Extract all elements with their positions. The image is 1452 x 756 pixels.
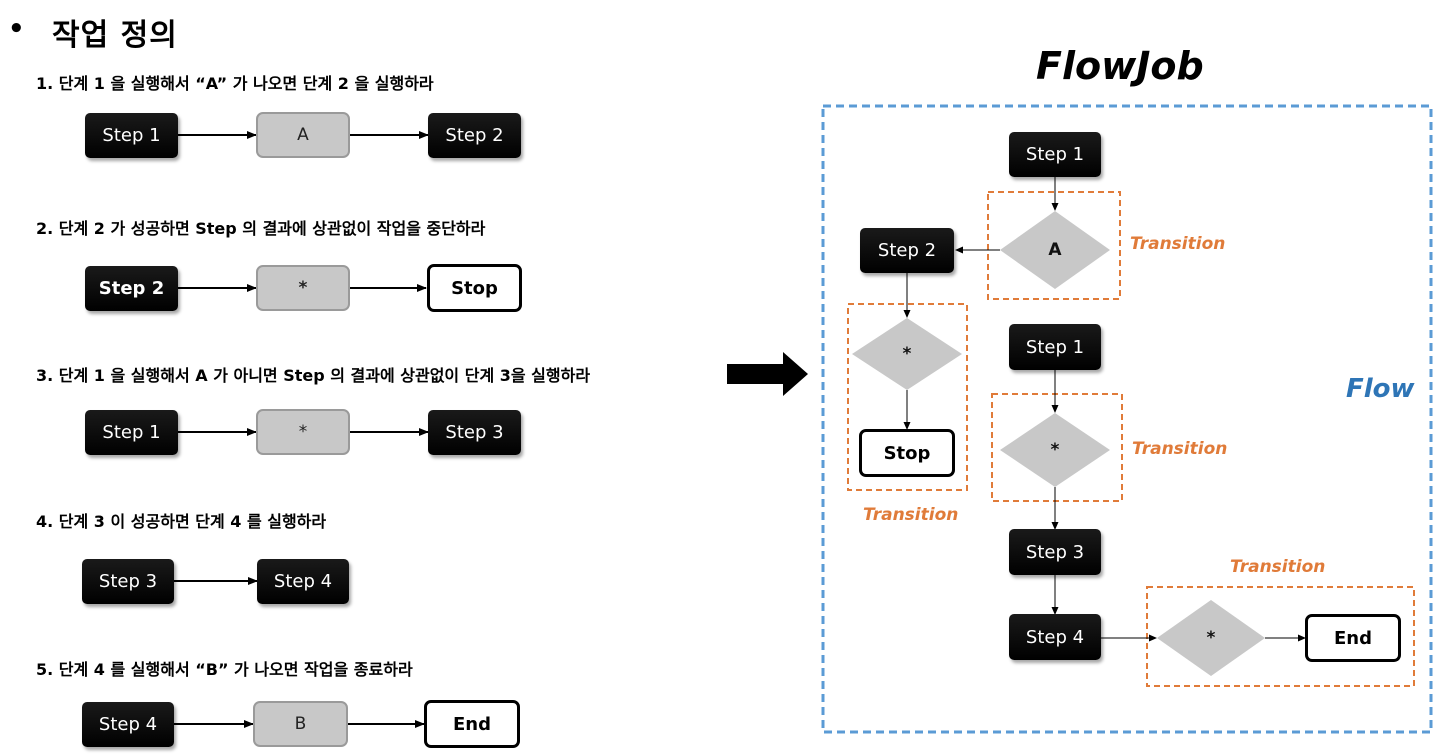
diamond-star-right-label: * — [1206, 628, 1216, 648]
diamond-star-left-label: * — [902, 344, 912, 364]
diamond-a — [1000, 211, 1110, 289]
condition-box: A — [256, 112, 350, 158]
diamond-a-label: A — [1048, 240, 1062, 260]
flow-step2: Step 2 — [860, 228, 954, 273]
definition-2: 2. 단계 2 가 성공하면 Step 의 결과에 상관없이 작업을 중단하라 — [36, 219, 486, 238]
definition-4: 4. 단계 3 이 성공하면 단계 4 를 실행하라 — [36, 512, 327, 531]
big-arrow — [727, 352, 808, 396]
flow-label: Flow — [1346, 374, 1415, 404]
diamond-star-left — [852, 318, 962, 390]
condition-box: B — [253, 701, 348, 747]
definition-1: 1. 단계 1 을 실행해서 “A” 가 나오면 단계 2 을 실행하라 — [36, 74, 434, 93]
step-box: Step 1 — [85, 410, 178, 455]
bullet: • — [8, 14, 25, 44]
definition-5: 5. 단계 4 를 실행해서 “B” 가 나오면 작업을 종료하라 — [36, 660, 413, 679]
condition-box: * — [256, 409, 350, 455]
transition-box-right — [1146, 586, 1415, 687]
transition-box-left — [847, 303, 968, 491]
transition-box-a — [987, 191, 1121, 300]
step-box: Step 2 — [85, 266, 178, 311]
step-box: Step 1 — [85, 113, 178, 158]
transition-box-mid — [991, 393, 1123, 502]
step-box: Step 3 — [82, 559, 174, 604]
definition-3: 3. 단계 1 을 실행해서 A 가 아니면 Step 의 결과에 상관없이 단… — [36, 366, 591, 385]
diamond-star-mid-label: * — [1050, 440, 1060, 460]
stop-box: Stop — [427, 264, 522, 312]
flow-step3: Step 3 — [1009, 529, 1101, 575]
step-box: Step 2 — [428, 113, 521, 158]
flow-border — [821, 104, 1433, 734]
page-title: 작업 정의 — [52, 18, 178, 53]
step-box: Step 3 — [428, 410, 521, 455]
step-box: Step 4 — [82, 702, 174, 747]
flow-step4: Step 4 — [1009, 614, 1101, 660]
flow-step1-top: Step 1 — [1009, 132, 1101, 177]
diamond-star-right — [1157, 600, 1265, 676]
flow-step1-mid: Step 1 — [1009, 324, 1101, 370]
end-box: End — [424, 700, 520, 748]
transition-label: Transition — [863, 505, 959, 525]
step-box: Step 4 — [257, 559, 349, 604]
transition-label: Transition — [1130, 234, 1226, 254]
transition-label: Transition — [1230, 557, 1326, 577]
flow-stop: Stop — [859, 429, 955, 477]
diamond-star-mid — [1000, 413, 1110, 487]
condition-box: * — [256, 265, 350, 311]
flowjob-title: FlowJob — [1036, 44, 1204, 88]
flow-end: End — [1305, 614, 1401, 662]
transition-label: Transition — [1132, 439, 1228, 459]
